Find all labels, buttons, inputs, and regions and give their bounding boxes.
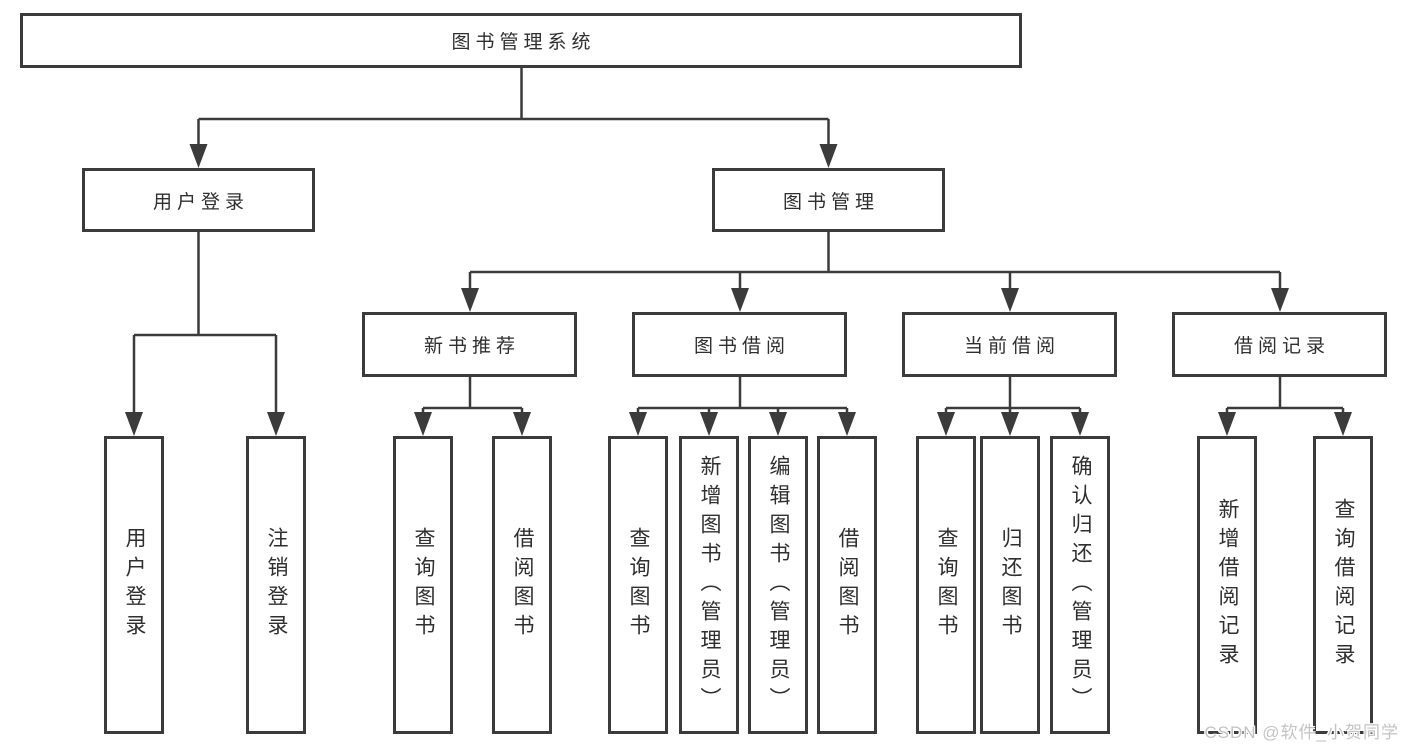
leaf-query-books-current: 查询图书 <box>916 436 976 734</box>
node-label: 新书推荐 <box>423 336 520 357</box>
node-label: 图书管理系统 <box>451 32 596 53</box>
leaf-label: 注销登录 <box>265 527 288 643</box>
leaf-logout: 注销登录 <box>246 436 306 734</box>
leaf-label: 新增图书（管理员） <box>698 454 721 716</box>
connector-current-borrow-to-leaves <box>937 377 1089 436</box>
leaf-label: 查询图书 <box>412 527 435 643</box>
connector-book-borrow-to-leaves <box>629 377 856 436</box>
leaf-query-books-borrow: 查询图书 <box>608 436 668 734</box>
leaf-confirm-return-admin: 确认归还（管理员） <box>1050 436 1110 734</box>
leaf-borrow-books-recommend: 借阅图书 <box>492 436 552 734</box>
leaf-label: 查询借阅记录 <box>1332 498 1355 672</box>
leaf-label: 查询图书 <box>627 527 650 643</box>
leaf-label: 借阅图书 <box>836 527 859 643</box>
leaf-label: 编辑图书（管理员） <box>767 454 790 716</box>
leaf-label: 查询图书 <box>935 527 958 643</box>
leaf-label: 归还图书 <box>999 527 1022 643</box>
connector-new-book-to-leaves <box>414 377 531 436</box>
node-book-management: 图书管理 <box>712 168 945 232</box>
connector-user-login-to-leaves <box>125 232 285 436</box>
leaf-label: 借阅图书 <box>511 527 534 643</box>
leaf-return-books: 归还图书 <box>980 436 1040 734</box>
node-book-borrow: 图书借阅 <box>632 312 847 377</box>
node-label: 借阅记录 <box>1233 336 1330 357</box>
connector-borrow-records-to-leaves <box>1218 377 1352 436</box>
leaf-user-login: 用户登录 <box>104 436 164 734</box>
csdn-watermark: CSDN @软件_小贺同学 <box>1204 723 1399 742</box>
node-current-borrow: 当前借阅 <box>902 312 1117 377</box>
node-label: 用户登录 <box>152 191 249 213</box>
leaf-edit-books-admin: 编辑图书（管理员） <box>748 436 808 734</box>
node-label: 图书借阅 <box>693 336 790 357</box>
leaf-add-borrow-record: 新增借阅记录 <box>1197 436 1257 734</box>
node-borrow-records: 借阅记录 <box>1172 312 1387 377</box>
leaf-label: 用户登录 <box>123 527 146 643</box>
connector-book-management-to-sections <box>461 232 1289 312</box>
leaf-query-books-recommend: 查询图书 <box>393 436 453 734</box>
node-user-login: 用户登录 <box>82 168 315 232</box>
leaf-borrow-books: 借阅图书 <box>817 436 877 734</box>
leaf-label: 新增借阅记录 <box>1216 498 1239 672</box>
leaf-add-books-admin: 新增图书（管理员） <box>679 436 739 734</box>
node-new-book-recommend: 新书推荐 <box>362 312 577 377</box>
connector-root-to-branches <box>189 68 838 168</box>
node-label: 当前借阅 <box>963 336 1060 357</box>
leaf-query-borrow-record: 查询借阅记录 <box>1313 436 1373 734</box>
leaf-label: 确认归还（管理员） <box>1069 454 1092 716</box>
node-library-system: 图书管理系统 <box>20 13 1022 68</box>
node-label: 图书管理 <box>782 191 879 213</box>
